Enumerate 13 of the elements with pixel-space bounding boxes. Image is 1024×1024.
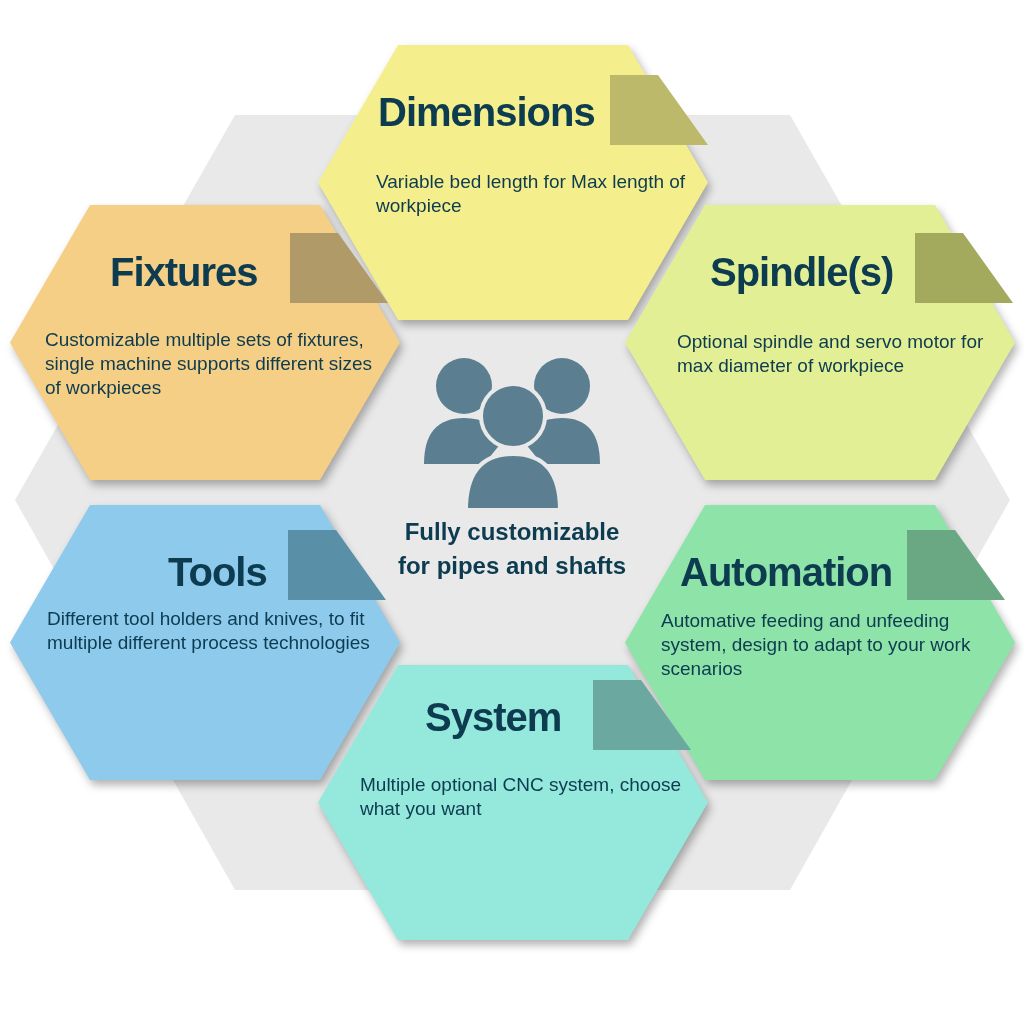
card-text: Variable bed length for Max length of workpiece bbox=[376, 170, 687, 218]
card-title: Tools bbox=[168, 549, 267, 596]
card-title: System bbox=[425, 694, 562, 741]
card-title: Spindle(s) bbox=[710, 249, 894, 296]
card-title: Dimensions bbox=[378, 89, 595, 136]
card-title: Automation bbox=[680, 549, 893, 596]
card-title: Fixtures bbox=[110, 249, 258, 296]
card-text: Customizable multiple sets of fixtures, single machine supports different sizes of workpieces bbox=[45, 328, 374, 400]
card-text: Multiple optional CNC system, choose what you want bbox=[360, 773, 683, 821]
card-text: Optional spindle and servo motor for max diameter of workpiece bbox=[677, 330, 985, 378]
card-text: Automative feeding and unfeeding system, design to adapt to your work scenarios bbox=[661, 609, 972, 681]
center-caption: Fully customizable for pipes and shafts bbox=[392, 515, 632, 583]
card-text: Different tool holders and knives, to fit multiple different process technologies bbox=[47, 607, 371, 655]
